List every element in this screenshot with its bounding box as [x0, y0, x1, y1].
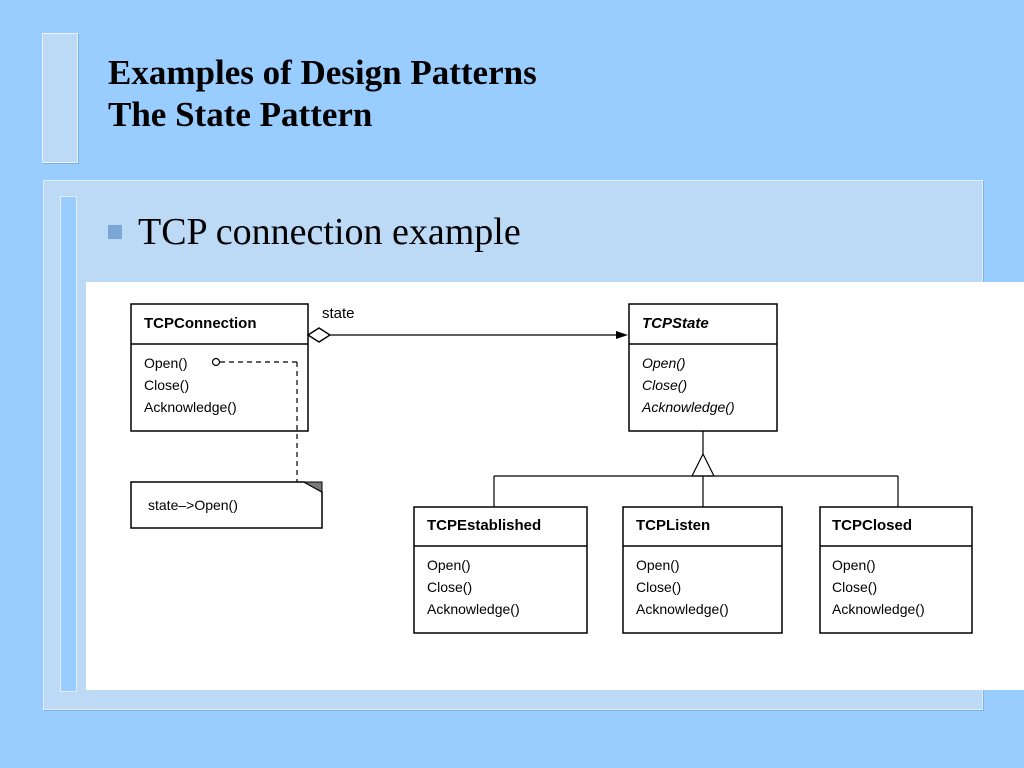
title-line-2: The State Pattern: [108, 95, 373, 134]
class-tcpclosed: TCPClosed Open() Close() Acknowledge(): [819, 506, 973, 634]
operation: Close(): [832, 579, 877, 595]
uml-diagram-svg: TCPConnection Open() Close() Acknowledge…: [130, 303, 973, 634]
class-name: TCPConnection: [144, 315, 257, 332]
operation: Open(): [144, 355, 188, 371]
class-tcpstate: TCPState Open() Close() Acknowledge(): [628, 303, 778, 432]
inheritance-lines: [493, 431, 899, 507]
operation: Open(): [427, 557, 471, 573]
operation: Acknowledge(): [641, 399, 735, 415]
note-connector: [211, 357, 298, 482]
operation: Close(): [636, 579, 681, 595]
uml-diagram: TCPConnection Open() Close() Acknowledge…: [86, 282, 1024, 690]
operation: Open(): [642, 355, 686, 371]
class-tcplisten: TCPListen Open() Close() Acknowledge(): [622, 506, 783, 634]
aggregation-diamond-icon: [306, 327, 332, 343]
note-text: state–>Open(): [148, 497, 238, 513]
class-tcpestablished: TCPEstablished Open() Close() Acknowledg…: [413, 506, 588, 634]
class-name: TCPEstablished: [427, 517, 541, 534]
operation: Open(): [832, 557, 876, 573]
state-association: state: [306, 305, 628, 343]
square-bullet-icon: [108, 225, 122, 240]
class-name: TCPListen: [636, 517, 710, 534]
bullet-text: TCP connection example: [138, 211, 521, 253]
operation: Open(): [636, 557, 680, 573]
association-label: state: [322, 305, 355, 322]
operation: Acknowledge(): [636, 601, 729, 617]
content-accent-stripe: [60, 196, 77, 692]
bullet-item: TCP connection example: [108, 208, 521, 256]
slide-title: Examples of Design Patterns The State Pa…: [108, 52, 537, 136]
operation: Close(): [144, 377, 189, 393]
operation: Acknowledge(): [144, 399, 237, 415]
class-name: TCPState: [642, 315, 709, 332]
operation: Close(): [642, 377, 687, 393]
operation: Acknowledge(): [832, 601, 925, 617]
arrowhead-icon: [616, 331, 628, 339]
title-line-1: Examples of Design Patterns: [108, 53, 537, 92]
generalization-triangle-icon: [691, 452, 715, 477]
class-name: TCPClosed: [832, 517, 912, 534]
title-accent-bar: [42, 33, 78, 163]
operation: Close(): [427, 579, 472, 595]
operation: Acknowledge(): [427, 601, 520, 617]
implementation-note: state–>Open(): [130, 481, 323, 529]
class-tcpconnection: TCPConnection Open() Close() Acknowledge…: [130, 303, 309, 432]
